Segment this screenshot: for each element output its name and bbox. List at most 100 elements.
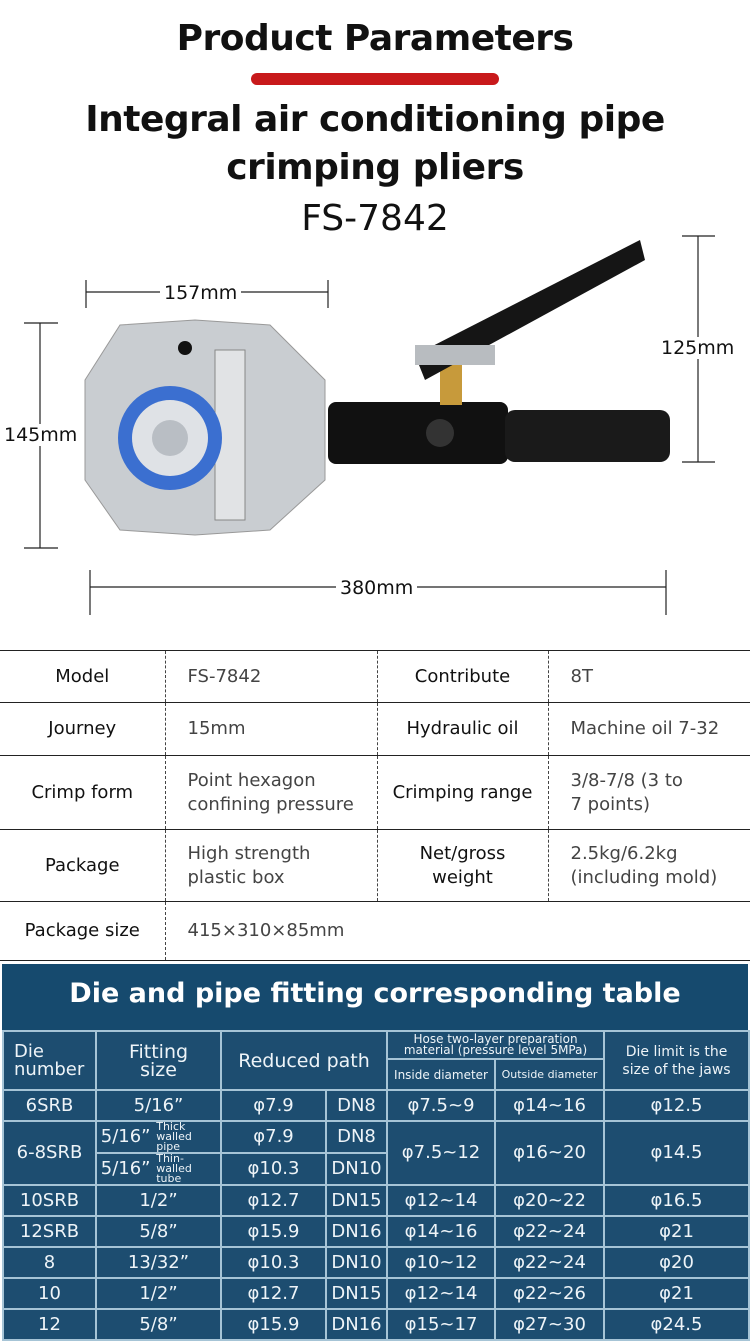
cell-dn: DN16 [324, 1215, 389, 1248]
spec-label: Package [0, 829, 165, 902]
cell-limit: φ14.5 [603, 1120, 750, 1186]
cell-reduced: φ7.9 [220, 1089, 327, 1122]
spec-label: Journey [0, 702, 165, 756]
cell-dn: DN8 [324, 1089, 389, 1122]
spec-value: 2.5kg/6.2kg (including mold) [547, 829, 750, 902]
product-name: Integral air conditioning pipe crimping … [85, 99, 665, 188]
header-inside-diameter: Inside diameter [386, 1058, 497, 1091]
spec-label: Package size [0, 901, 165, 961]
header-die-number: Die number [2, 1030, 97, 1091]
fitting-note: Thick walled pipe [156, 1120, 192, 1153]
cell-fitting: 13/32” [95, 1246, 222, 1279]
cell-dn: DN10 [324, 1152, 389, 1186]
spec-value: Point hexagon confining pressure [164, 755, 377, 830]
spec-value: FS-7842 [164, 650, 377, 703]
cell-reduced: φ12.7 [220, 1184, 327, 1217]
die-table-title: Die and pipe fitting corresponding table [69, 978, 681, 1009]
cell-dn: DN16 [324, 1308, 389, 1341]
spec-value: 8T [547, 650, 750, 703]
spec-label: Crimping range [376, 755, 548, 830]
cell-outside: φ27~30 [494, 1308, 606, 1341]
cell-outside: φ22~24 [494, 1215, 606, 1248]
cell-fitting: 5/16” [95, 1089, 222, 1122]
cell-outside: φ14~16 [494, 1089, 606, 1122]
cell-limit: φ21 [603, 1277, 750, 1310]
dimension-head-height: 145mm [0, 424, 82, 446]
cell-die: 10 [2, 1277, 97, 1310]
fitting-note: Thin-walled tube [156, 1152, 192, 1185]
cell-limit: φ20 [603, 1246, 750, 1279]
cell-reduced: φ15.9 [220, 1308, 327, 1341]
cell-dn: DN10 [324, 1246, 389, 1279]
spec-label: Crimp form [0, 755, 165, 830]
cell-die: 10SRB [2, 1184, 97, 1217]
cell-inside: φ14~16 [386, 1215, 497, 1248]
cell-dn: DN15 [324, 1184, 389, 1217]
cell-inside: φ10~12 [386, 1246, 497, 1279]
cell-fitting: 5/16” Thick walled pipe [95, 1120, 222, 1154]
cell-die: 6SRB [2, 1089, 97, 1122]
dimension-total-length: 380mm [336, 577, 418, 599]
fitting-size: 5/16” [100, 1158, 151, 1179]
cell-fitting: 5/8” [95, 1215, 222, 1248]
die-header-row: Die number Fitting size Reduced path Hos… [2, 1030, 750, 1091]
spec-value: Machine oil 7-32 [547, 702, 750, 756]
spec-value: 3/8-7/8 (3 to 7 points) [547, 755, 750, 830]
dimension-head-width: 157mm [160, 282, 242, 304]
spec-label: Contribute [376, 650, 548, 703]
dimension-handle-height: 125mm [657, 337, 739, 359]
die-table: Die number Fitting size Reduced path Hos… [2, 1030, 750, 1341]
cell-reduced: φ10.3 [220, 1152, 327, 1186]
spec-value: 15mm [164, 702, 377, 756]
spec-value: High strength plastic box [164, 829, 377, 902]
cell-limit: φ21 [603, 1215, 750, 1248]
cell-die: 6-8SRB [2, 1120, 97, 1186]
cell-inside: φ12~14 [386, 1277, 497, 1310]
cell-reduced: φ15.9 [220, 1215, 327, 1248]
cell-limit: φ16.5 [603, 1184, 750, 1217]
cell-die: 12 [2, 1308, 97, 1341]
cell-dn: DN15 [324, 1277, 389, 1310]
cell-inside: φ15~17 [386, 1308, 497, 1341]
cell-reduced: φ10.3 [220, 1246, 327, 1279]
cell-inside: φ12~14 [386, 1184, 497, 1217]
cell-outside: φ16~20 [494, 1120, 606, 1186]
cell-outside: φ22~24 [494, 1246, 606, 1279]
cell-reduced: φ7.9 [220, 1120, 327, 1154]
cell-fitting: 5/8” [95, 1308, 222, 1341]
header-hose: Hose two-layer preparation material (pre… [386, 1030, 606, 1060]
cell-outside: φ20~22 [494, 1184, 606, 1217]
fitting-size: 5/16” [100, 1126, 151, 1147]
spec-value: 415×310×85mm [164, 901, 750, 961]
cell-fitting: 1/2” [95, 1277, 222, 1310]
cell-fitting: 1/2” [95, 1184, 222, 1217]
die-subheader-row: Inside diameter Outside diameter [3, 1058, 749, 1091]
cell-limit: φ12.5 [603, 1089, 750, 1122]
cell-outside: φ22~26 [494, 1277, 606, 1310]
page-title: Product Parameters [176, 18, 574, 59]
spec-label: Hydraulic oil [376, 702, 548, 756]
cell-inside: φ7.5~12 [386, 1120, 497, 1186]
cell-dn: DN8 [324, 1120, 389, 1154]
header-fitting-size: Fitting size [95, 1030, 222, 1091]
spec-label: Net/gross weight [376, 829, 548, 902]
header-outside-diameter: Outside diameter [494, 1058, 606, 1091]
header-reduced-path: Reduced path [219, 1030, 389, 1091]
cell-die: 8 [2, 1246, 97, 1279]
cell-inside: φ7.5~9 [386, 1089, 497, 1122]
cell-die: 12SRB [2, 1215, 97, 1248]
cell-limit: φ24.5 [603, 1308, 750, 1341]
